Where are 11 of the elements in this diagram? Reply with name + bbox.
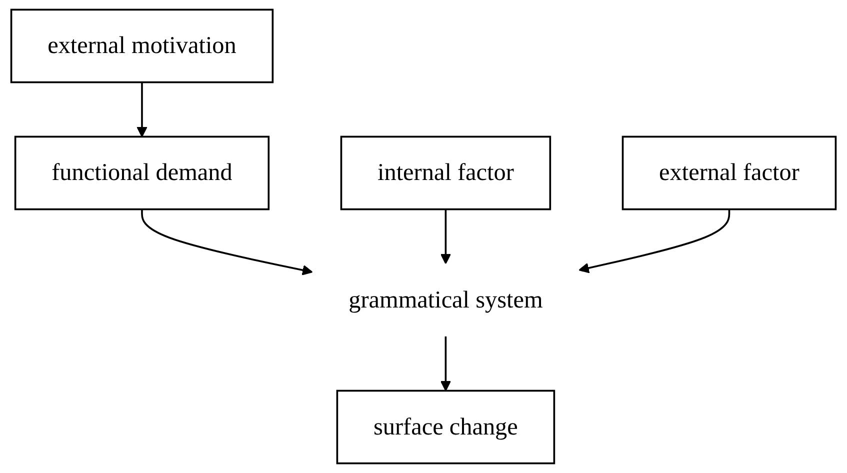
node-box: external factor bbox=[622, 136, 837, 210]
arrow bbox=[136, 82, 148, 138]
arrow bbox=[141, 209, 313, 276]
arrow bbox=[440, 209, 452, 264]
node-text: grammatical system bbox=[348, 286, 543, 314]
node-box: internal factor bbox=[340, 136, 552, 210]
node-box: functional demand bbox=[14, 136, 270, 210]
arrow bbox=[440, 336, 452, 392]
arrow bbox=[578, 209, 730, 274]
node-box: external motivation bbox=[10, 8, 274, 84]
node-box: surface change bbox=[336, 390, 556, 464]
